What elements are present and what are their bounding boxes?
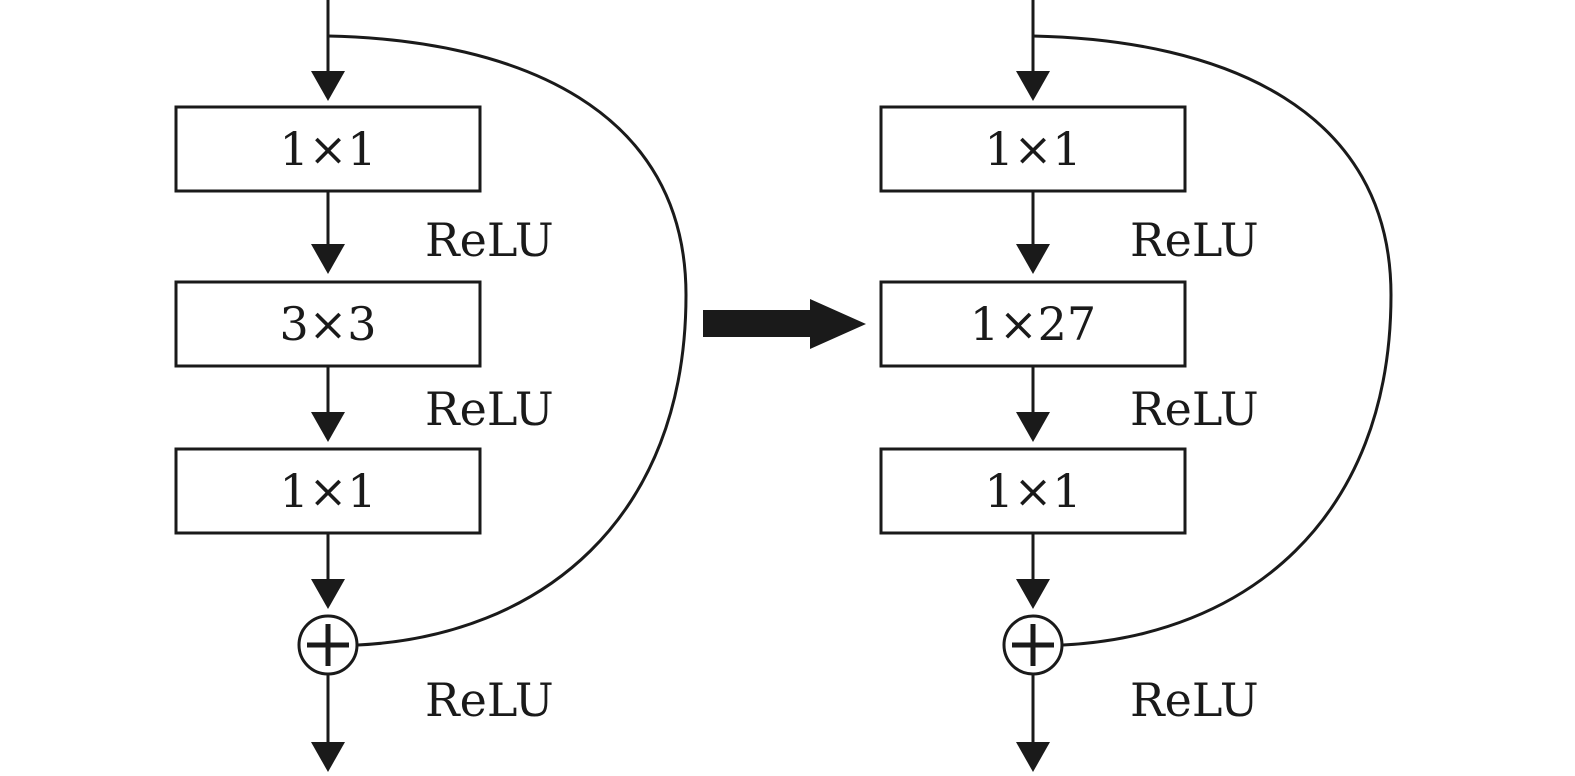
conv-layer-1 (174, 105, 482, 193)
conv-layer-2-label: 3×3 (279, 297, 376, 351)
sum-activation-label: ReLU (425, 673, 554, 727)
activation-label-1: ReLU (1130, 213, 1259, 267)
conv-layer-2 (879, 280, 1187, 368)
left-residual-block: 1×1 ReLU 3×3 ReLU 1×1 ReLU (174, 0, 688, 772)
arrow-head (1016, 71, 1050, 101)
skip-connection (1032, 34, 1393, 647)
arrow-head (311, 579, 345, 609)
arrow-head (1016, 579, 1050, 609)
arrow-head (311, 742, 345, 772)
transform-arrow (703, 299, 866, 349)
arrow-head (1016, 742, 1050, 772)
arrow-head (1016, 412, 1050, 442)
activation-label-2: ReLU (425, 382, 554, 436)
sum-activation-label: ReLU (1130, 673, 1259, 727)
conv-layer-1-label: 1×1 (279, 122, 376, 176)
right-residual-block: 1×1 ReLU 1×27 ReLU 1×1 ReLU (879, 0, 1393, 772)
activation-label-1: ReLU (425, 213, 554, 267)
conv-layer-2-label: 1×27 (970, 297, 1096, 351)
conv-layer-3-label: 1×1 (984, 464, 1081, 518)
activation-label-2: ReLU (1130, 382, 1259, 436)
arrow-head (311, 244, 345, 274)
conv-layer-3-label: 1×1 (279, 464, 376, 518)
arrow-head (1016, 244, 1050, 274)
skip-connection (327, 34, 688, 647)
arrow-head (311, 71, 345, 101)
conv-layer-1-label: 1×1 (984, 122, 1081, 176)
conv-layer-2 (174, 280, 482, 368)
arrow-head (311, 412, 345, 442)
conv-layer-3 (174, 447, 482, 535)
